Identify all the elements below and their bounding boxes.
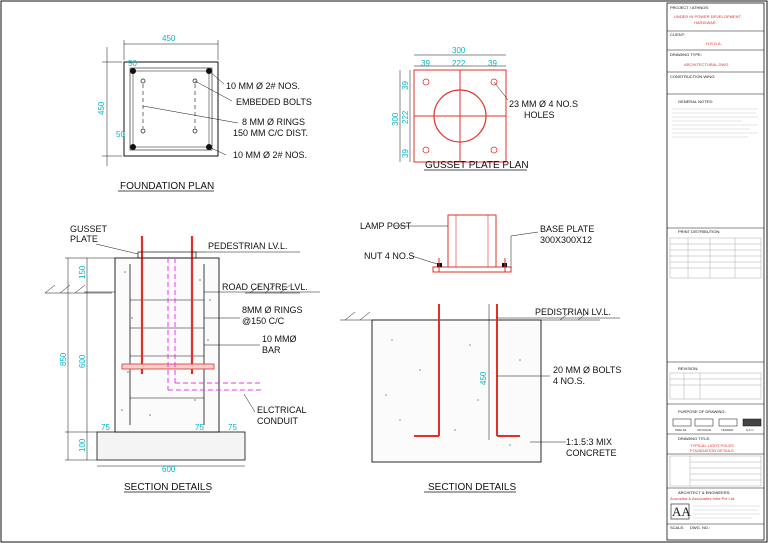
gusset-note-holes-1: 23 MM Ø 4 NO.S bbox=[509, 99, 578, 109]
left-dim-850: 850 bbox=[59, 352, 68, 366]
title-block: PROJECT / ATHNOS: UNDER IN POWER DEVELOP… bbox=[666, 2, 765, 541]
right-dim-450: 450 bbox=[479, 371, 488, 385]
section-right: 450 LAMP POST NUT 4 NO.S BASE PLATE 300X… bbox=[340, 214, 621, 493]
left-dim-100: 100 bbox=[78, 438, 87, 452]
left-dim-75a: 75 bbox=[101, 423, 110, 432]
left-dim-150: 150 bbox=[78, 265, 87, 279]
gusset-plate-plan: 300 39 222 39 300 39 222 39 23 MM Ø 4 NO… bbox=[391, 46, 578, 171]
left-conduit-2: CONDUIT bbox=[257, 416, 298, 426]
right-bolts-2: 4 NO.S. bbox=[553, 376, 585, 386]
left-conduit-1: ELCTRICAL bbox=[257, 405, 307, 415]
tb-purpose-0: PRELIM. bbox=[675, 428, 687, 432]
tb-construction-label: CONSTRUCTION WING: bbox=[670, 74, 715, 79]
tb-drawing-type-value: ARCHITECTURAL DWG. bbox=[684, 62, 729, 67]
tb-revision-label: REVISION: bbox=[678, 366, 698, 371]
right-nut: NUT 4 NO.S bbox=[364, 251, 414, 261]
left-dim-600: 600 bbox=[78, 354, 87, 368]
tb-purpose-label: PURPOSE OF DRAWING: bbox=[678, 409, 726, 414]
gusset-dim-v-1: 39 bbox=[401, 81, 410, 90]
tb-print-dist-label: PRINT DISTRIBUTION: bbox=[678, 229, 720, 234]
tb-project-label: PROJECT / ATHNOS: bbox=[670, 5, 709, 10]
gusset-dim-inner-3: 39 bbox=[488, 59, 497, 68]
foundation-dim-height: 450 bbox=[97, 101, 106, 115]
right-mix-2: CONCRETE bbox=[566, 448, 617, 458]
right-base-2: 300X300X12 bbox=[540, 235, 592, 245]
left-pedestrian: PEDESTRIAN LV.L. bbox=[208, 241, 288, 251]
tb-drawing-title-1: TYPICAL LIGHT POLES bbox=[690, 443, 734, 448]
gusset-dim-inner-2: 222 bbox=[452, 59, 466, 68]
left-pcc-bed bbox=[96, 431, 246, 461]
left-bar-2: BAR bbox=[262, 345, 281, 355]
tb-drawing-title-label: DRAWING TITLE: bbox=[678, 436, 710, 441]
tb-drawing-title-2: FOUNDATION DETAILS bbox=[690, 448, 734, 453]
tb-firm-name: Anuradha & Associates Infra Pvt Ltd. bbox=[670, 496, 735, 501]
tb-project-value-1: UNDER IN POWER DEVELOPMENT, bbox=[674, 14, 742, 19]
tb-dwg-no-label: DWG. NO.: bbox=[690, 525, 710, 530]
foundation-note-top: 10 MM Ø 2# NOS. bbox=[226, 81, 300, 91]
base-plate bbox=[432, 266, 512, 273]
tb-notes-label: GENERAL NOTES: bbox=[678, 99, 713, 104]
tb-logo: AA bbox=[672, 504, 691, 519]
right-mix-1: 1:1.5:3 MIX bbox=[566, 437, 612, 447]
left-pedestal bbox=[114, 257, 220, 433]
tb-purpose-options: PRELIM. ADVANCE TENDER G.F.C. bbox=[672, 418, 762, 432]
tb-scale-label: SCALE: bbox=[670, 525, 684, 530]
left-bar-1: 10 MMØ bbox=[262, 334, 297, 344]
left-gusset-2: PLATE bbox=[70, 234, 98, 244]
tb-purpose-3: G.F.C. bbox=[746, 428, 755, 432]
foundation-note-bottom: 10 MM Ø 2# NOS. bbox=[233, 150, 307, 160]
tb-client-label: CLIENT: bbox=[670, 32, 685, 37]
section-left-title: SECTION DETAILS bbox=[124, 482, 212, 493]
left-rings-2: @150 C/C bbox=[242, 316, 285, 326]
tb-project-value-2: HARIDWAR bbox=[694, 20, 716, 25]
left-gusset-1: GUSSET bbox=[70, 224, 108, 234]
gusset-plate-title: GUSSET PLATE PLAN bbox=[425, 160, 529, 171]
foundation-plan-title: FOUNDATION PLAN bbox=[120, 181, 214, 192]
foundation-note-rings-2: 150 MM C/C DIST. bbox=[233, 128, 308, 138]
left-dim-75b: 75 bbox=[195, 423, 204, 432]
lamp-post bbox=[447, 214, 497, 268]
foundation-dim-corner-1: 50 bbox=[128, 59, 137, 68]
foundation-outline bbox=[123, 61, 219, 157]
right-lamp-post: LAMP POST bbox=[360, 221, 412, 231]
foundation-plan: 450 450 50 50 10 MM Ø 2# NOS. EMBEDED BO… bbox=[97, 34, 312, 192]
left-dim-600w: 600 bbox=[162, 465, 176, 474]
gusset-note-holes-2: HOLES bbox=[524, 110, 555, 120]
gusset-dim-v-2: 222 bbox=[401, 110, 410, 124]
gusset-dim-width: 300 bbox=[452, 46, 466, 55]
tb-client-value: H.R.D.A. bbox=[706, 41, 722, 46]
gusset-dim-height: 300 bbox=[391, 112, 400, 126]
foundation-dim-corner-2: 50 bbox=[116, 130, 125, 139]
left-dim-75c: 75 bbox=[228, 423, 237, 432]
right-bolts-1: 20 MM Ø BOLTS bbox=[553, 365, 621, 375]
left-rings-1: 8MM Ø RINGS bbox=[242, 305, 303, 315]
foundation-note-bolts: EMBEDED BOLTS bbox=[236, 97, 312, 107]
section-right-title: SECTION DETAILS bbox=[428, 482, 516, 493]
section-left: 850 150 600 100 600 75 75 75 GUSSET PLAT… bbox=[44, 224, 320, 493]
tb-purpose-1: ADVANCE bbox=[697, 428, 711, 432]
tb-drawing-type-label: DRAWING TYPE: bbox=[670, 52, 702, 57]
tb-architect-label: ARCHITECT & ENGINEERS: bbox=[678, 490, 730, 495]
foundation-dim-width: 450 bbox=[162, 34, 176, 43]
left-road: ROAD CENTRE LVL. bbox=[222, 282, 308, 292]
right-pedestrian: PEDISTRIAN LV.L. bbox=[535, 307, 611, 317]
tb-purpose-2: TENDER bbox=[721, 428, 734, 432]
gusset-dim-v-3: 39 bbox=[401, 149, 410, 158]
right-base-1: BASE PLATE bbox=[540, 224, 594, 234]
gusset-dim-inner-1: 39 bbox=[421, 59, 430, 68]
concrete-block bbox=[371, 319, 542, 463]
foundation-note-rings-1: 8 MM Ø RINGS bbox=[242, 117, 305, 127]
